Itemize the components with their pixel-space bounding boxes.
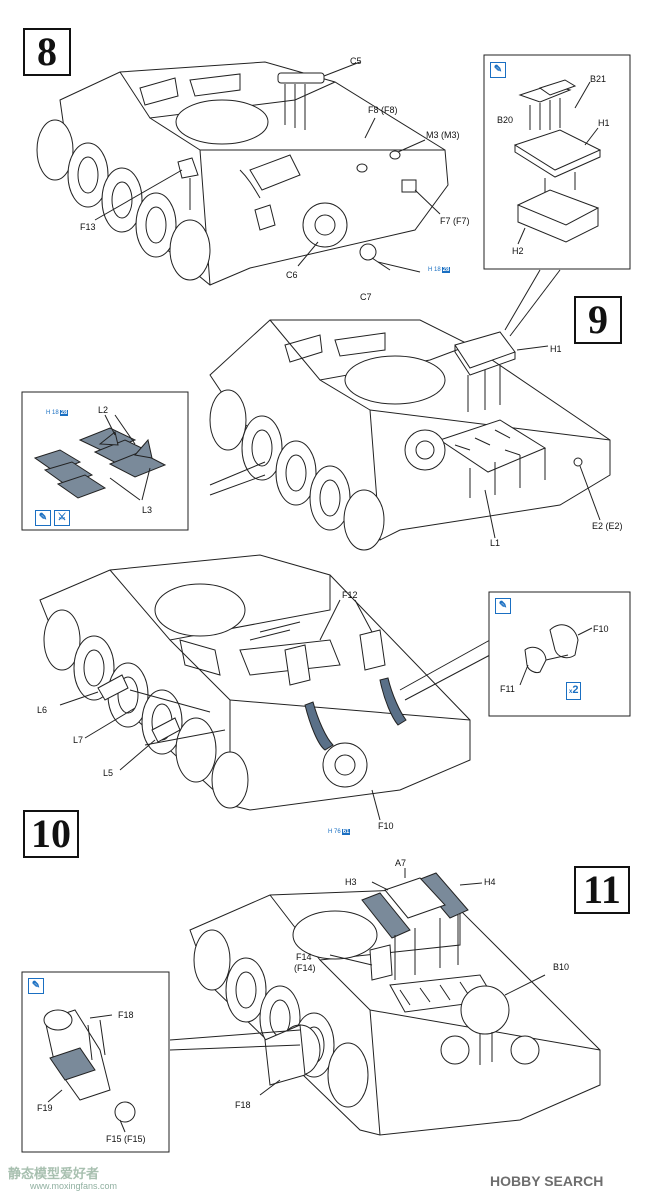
step-number-8: 8 bbox=[23, 28, 71, 76]
label-l1: L1 bbox=[490, 538, 501, 548]
label-f18: F18 bbox=[235, 1100, 251, 1110]
part-c5 bbox=[277, 72, 325, 84]
step11-hull bbox=[189, 868, 601, 1136]
label-h2: H2 bbox=[512, 246, 524, 256]
knife-icon: ⚔ bbox=[54, 510, 70, 526]
label-f10-inset: F10 bbox=[593, 624, 609, 634]
part-a7 bbox=[384, 877, 446, 919]
label-l7: L7 bbox=[73, 735, 84, 745]
step-number-11: 11 bbox=[574, 866, 630, 914]
label-h1: H1 bbox=[550, 344, 562, 354]
step9-inset-tracks bbox=[33, 414, 167, 501]
label-f11: F11 bbox=[500, 684, 515, 694]
label-c5: C5 bbox=[350, 56, 362, 66]
part-f12-left bbox=[284, 644, 311, 686]
part-l5 bbox=[151, 717, 181, 743]
paint-brush-icon: ✎ bbox=[28, 978, 44, 994]
step9-hull bbox=[209, 319, 611, 551]
part-m3 bbox=[389, 150, 401, 160]
label-f18-inset: F18 bbox=[118, 1010, 134, 1020]
label-f8: F8 (F8) bbox=[368, 105, 398, 115]
part-c7 bbox=[359, 243, 377, 261]
label-e2: E2 (E2) bbox=[592, 521, 623, 531]
step10-hull bbox=[39, 554, 471, 821]
step8-hull bbox=[36, 61, 449, 286]
label-c6: C6 bbox=[286, 270, 298, 280]
label-f15: F15 (F15) bbox=[106, 1134, 146, 1144]
part-c6 bbox=[302, 202, 348, 248]
watermark-left: 静态模型爱好者 bbox=[8, 1166, 100, 1181]
part-f13 bbox=[177, 157, 199, 179]
label-m3: M3 (M3) bbox=[426, 130, 460, 140]
label-f10: F10 bbox=[378, 821, 394, 831]
label-l5: L5 bbox=[103, 768, 114, 778]
label-b20: B20 bbox=[497, 115, 514, 125]
step11-inset-parts bbox=[43, 1009, 136, 1133]
multiplier-badge: x2 bbox=[566, 682, 582, 700]
label-f14: F14 bbox=[296, 952, 312, 962]
step11-inset-frame bbox=[21, 971, 170, 1153]
part-l6 bbox=[97, 674, 129, 701]
label-f14-paren: (F14) bbox=[294, 963, 316, 973]
label-f19: F19 bbox=[37, 1103, 53, 1113]
label-h1-inset: H1 bbox=[598, 118, 610, 128]
label-h3: H3 bbox=[345, 877, 357, 887]
part-f10-left bbox=[304, 701, 334, 751]
paint-brush-icon: ✎ bbox=[495, 598, 511, 614]
label-l6: L6 bbox=[37, 705, 48, 715]
label-c7: C7 bbox=[360, 292, 372, 302]
label-b10: B10 bbox=[553, 962, 570, 972]
label-b21: B21 bbox=[590, 74, 607, 84]
part-f12-right bbox=[359, 629, 386, 671]
part-f8 bbox=[356, 163, 368, 173]
paint-brush-icon: ✎ bbox=[490, 62, 506, 78]
label-f12: F12 bbox=[342, 590, 358, 600]
part-f7 bbox=[401, 179, 417, 193]
watermark-left-url: www.moxingfans.com bbox=[30, 1181, 118, 1191]
part-h3 bbox=[361, 892, 411, 939]
label-h4: H4 bbox=[484, 877, 496, 887]
label-a7: A7 bbox=[395, 858, 407, 868]
step8-inset-parts bbox=[513, 79, 602, 245]
part-b10 bbox=[460, 985, 510, 1035]
label-l3: L3 bbox=[142, 505, 153, 515]
part-e2 bbox=[573, 457, 583, 467]
step-number-9: 9 bbox=[574, 296, 622, 344]
paint-brush-icon: ✎ bbox=[35, 510, 51, 526]
watermark-hobby-search: HOBBY SEARCH bbox=[490, 1173, 604, 1189]
label-l2: L2 bbox=[98, 405, 109, 415]
step10-inset-parts bbox=[519, 624, 593, 686]
part-f10-right bbox=[379, 677, 407, 726]
label-f7: F7 (F7) bbox=[440, 216, 470, 226]
part-f14 bbox=[369, 944, 393, 981]
label-f13: F13 bbox=[80, 222, 96, 232]
step-number-10: 10 bbox=[23, 810, 79, 858]
